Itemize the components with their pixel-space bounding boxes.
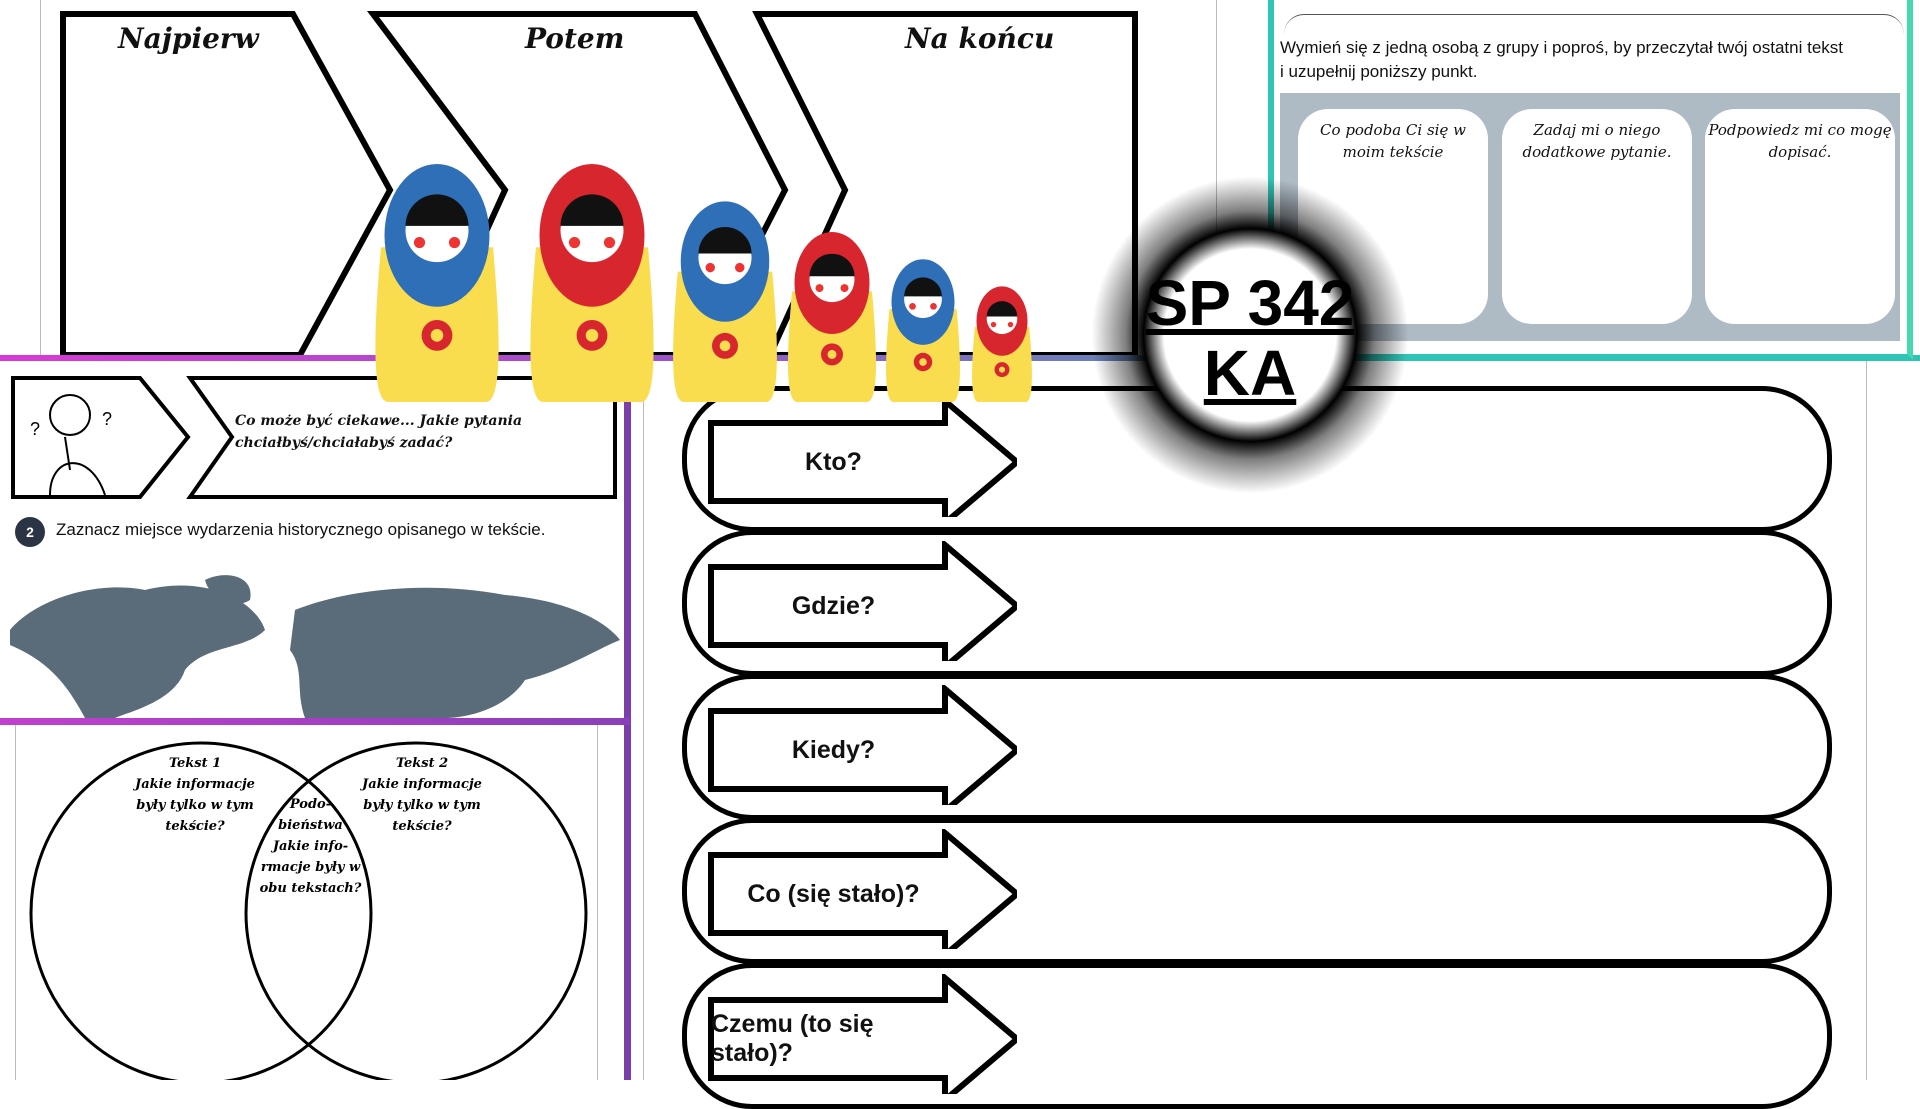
arrow-label-shape — [708, 541, 1017, 661]
peer-instruction: Wymień się z jedną osobą z grupy i popro… — [1280, 38, 1843, 81]
answer-field-4[interactable]: Czemu (to się stało)? — [682, 963, 1832, 1109]
arrow-label-shape — [708, 397, 1017, 517]
wh-question-label: Co (się stało)? — [747, 879, 920, 908]
matryoshka-doll — [788, 232, 876, 402]
arrow-label-shape — [708, 829, 1017, 949]
page-border — [1866, 360, 1867, 1080]
page-border — [597, 725, 598, 1080]
matryoshka-doll — [530, 164, 654, 402]
venn-diagram — [29, 741, 588, 1080]
arrow-label-shape — [708, 974, 1017, 1094]
matryoshka-dolls — [375, 164, 1032, 402]
venn-circle-text1 — [29, 741, 373, 1080]
matryoshka-doll — [673, 201, 777, 402]
overlay-label: SP 342 KA — [1145, 267, 1355, 409]
wh-question-label: Kto? — [805, 447, 862, 476]
thinking-person-icon: ?? — [30, 394, 112, 496]
peer-card-question[interactable]: Zadaj mi o niego dodatkowe pytanie. — [1502, 109, 1692, 324]
chevron-label-first: Najpierw — [118, 22, 259, 55]
question-prompt: Co może być ciekawe... Jakie pytania chc… — [235, 413, 523, 451]
chevron-label-last: Na końcu — [905, 22, 1055, 55]
peer-card-suggest[interactable]: Podpowiedz mi co mogę dopisać. — [1705, 109, 1895, 324]
page-border — [643, 360, 644, 1080]
question-box: ?? — [11, 376, 617, 499]
venn-circle-text2 — [244, 741, 588, 1080]
task-number-badge: 2 — [15, 517, 45, 547]
wh-question-label: Kiedy? — [791, 735, 876, 764]
matryoshka-doll — [375, 164, 499, 402]
task-2-instruction: Zaznacz miejsce wydarzenia historycznego… — [56, 520, 546, 539]
arrow-label-shape — [708, 685, 1017, 805]
wh-question-label: Czemu (to się stało)? — [711, 1010, 874, 1067]
purple-divider — [0, 718, 630, 725]
matryoshka-doll — [972, 286, 1032, 402]
page-border — [15, 725, 16, 1080]
svg-text:?: ? — [102, 409, 112, 429]
answer-field-2[interactable]: Kiedy? — [682, 674, 1832, 820]
matryoshka-doll — [886, 259, 960, 402]
page-border — [40, 0, 41, 360]
spotlight-overlay — [1090, 175, 1410, 495]
world-map[interactable] — [5, 570, 625, 718]
answer-field-3[interactable]: Co (się stało)? — [682, 818, 1832, 964]
chevron-label-then: Potem — [525, 22, 625, 55]
answer-field-1[interactable]: Gdzie? — [682, 530, 1832, 676]
wh-question-label: Gdzie? — [791, 591, 876, 620]
svg-text:?: ? — [30, 419, 40, 439]
